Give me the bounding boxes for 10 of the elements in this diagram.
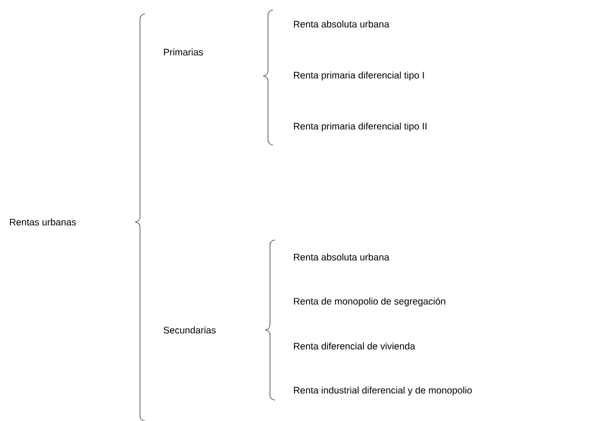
category-label: Renta diferencial de vivienda: [294, 342, 416, 350]
category-label: Renta primaria diferencial tipo I: [294, 72, 424, 80]
category-label: Primarias: [164, 48, 203, 56]
category-label: Renta de monopolio de segregación: [294, 298, 446, 306]
category-label: Renta industrial diferencial y de monopolio: [294, 386, 472, 396]
category-label: Renta absoluta urbana: [294, 20, 390, 28]
category-label: Renta primaria diferencial tipo II: [294, 122, 426, 132]
category-label: Renta absoluta urbana: [294, 254, 390, 260]
category-label: Secundarias: [164, 326, 216, 334]
category-label: Rentas urbanas: [10, 218, 76, 226]
